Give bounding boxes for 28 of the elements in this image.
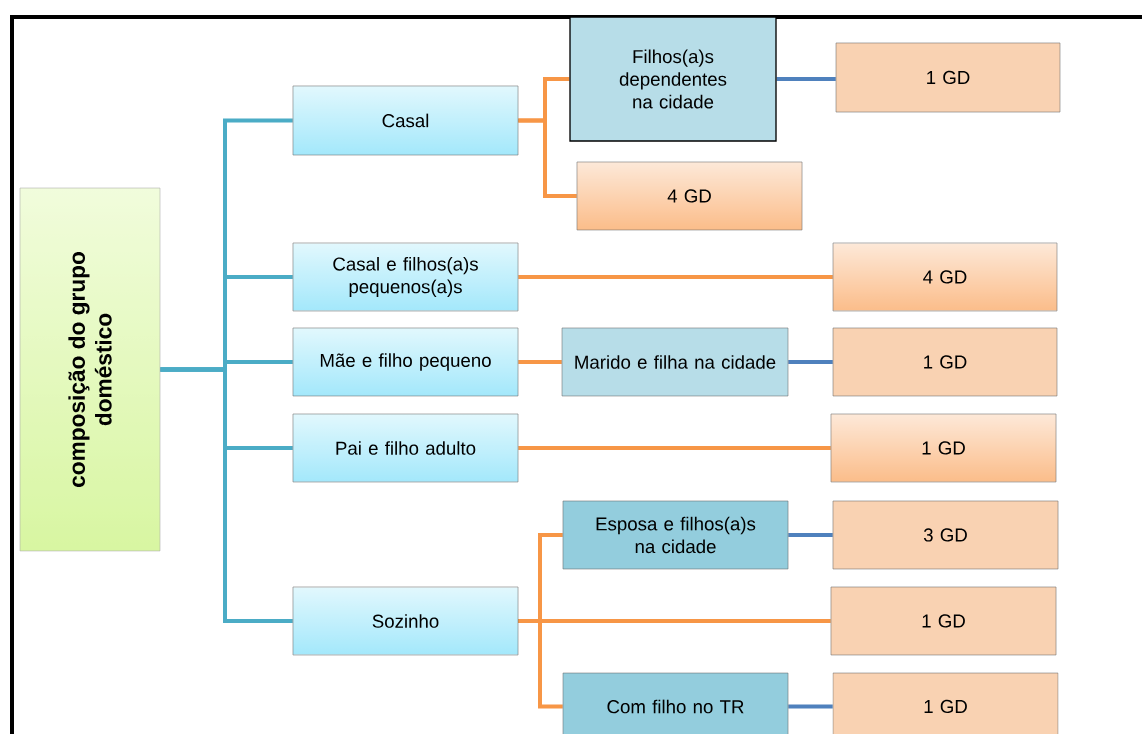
category-box: Casal e filhos(a)s pequenos(a)s [292,242,519,312]
connector-line [788,360,833,364]
category-box: Pai e filho adulto [292,413,519,483]
count-box: 1 GD [830,586,1057,656]
count-box: 1 GD [830,413,1057,483]
connector-line [518,619,563,709]
connector-line [518,360,562,364]
connector-line [518,446,831,450]
count-box: 4 GD [576,161,803,231]
connector-line [788,533,833,537]
category-box: Casal [292,85,519,156]
connector-line [518,275,833,279]
detail-box: Esposa e filhos(a)s na cidade [562,500,789,570]
category-box: Mãe e filho pequeno [292,327,519,397]
connector-line [518,118,577,198]
count-box: 1 GD [832,327,1058,397]
category-box: Sozinho [292,586,519,656]
title-box: composição do grupo doméstico [19,187,161,552]
count-box: 1 GD [835,42,1061,113]
connector-line [776,77,836,81]
connector-line [160,367,293,623]
count-box: 4 GD [832,242,1058,312]
count-box: 3 GD [832,500,1059,570]
detail-box: Com filho no TR [562,672,789,734]
connector-line [788,704,833,709]
count-box: 1 GD [832,672,1059,734]
detail-box: Marido e filha na cidade [561,327,789,397]
detail-box: Filhos(a)s dependentes na cidade [569,16,777,142]
